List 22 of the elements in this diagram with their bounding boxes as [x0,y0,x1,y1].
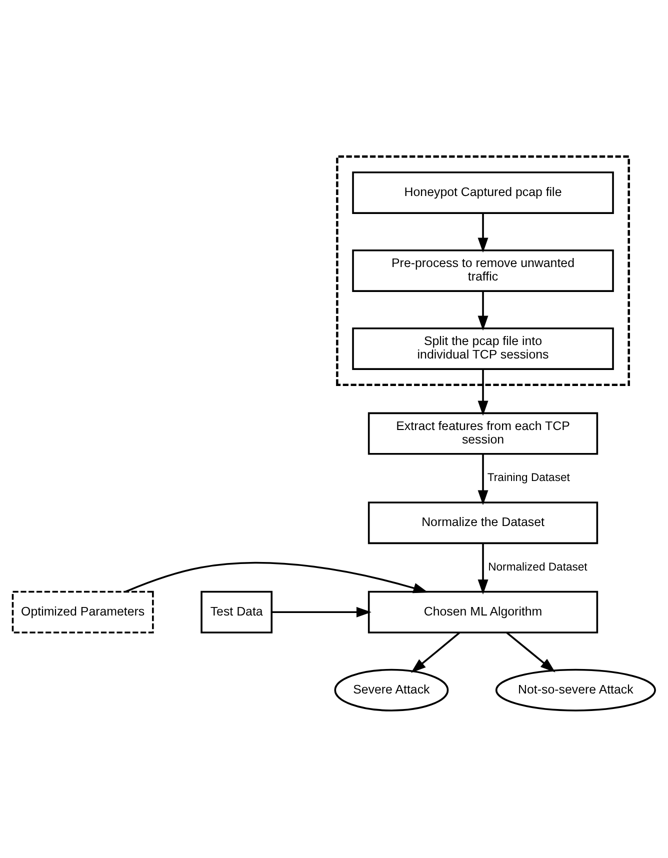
node-ellipse: Not-so-severe Attack [495,668,656,712]
node-box: Honeypot Captured pcap file [352,171,614,214]
arrow [478,213,488,253]
node-ellipse: Severe Attack [334,668,449,712]
arrow [125,562,428,594]
node-box: Extract features from each TCP session [368,412,598,455]
node-box: Normalize the Dataset [368,502,598,544]
arrow [506,632,556,672]
edge-label: Training Dataset [487,472,570,484]
cluster [336,155,630,386]
arrow [478,543,488,594]
arrow [272,606,372,618]
node-box: Split the pcap file into individual TCP sessions [352,327,614,370]
node-box: Chosen ML Algorithm [368,590,598,634]
arrow [478,454,488,506]
node-box: Test Data [200,590,273,634]
arrow [478,369,488,416]
arrow [410,632,460,673]
arrow [478,291,488,331]
node-box: Optimized Parameters [12,590,154,634]
edge-label: Normalized Dataset [488,561,588,574]
node-box: Pre-process to remove unwanted traffic [352,249,614,292]
